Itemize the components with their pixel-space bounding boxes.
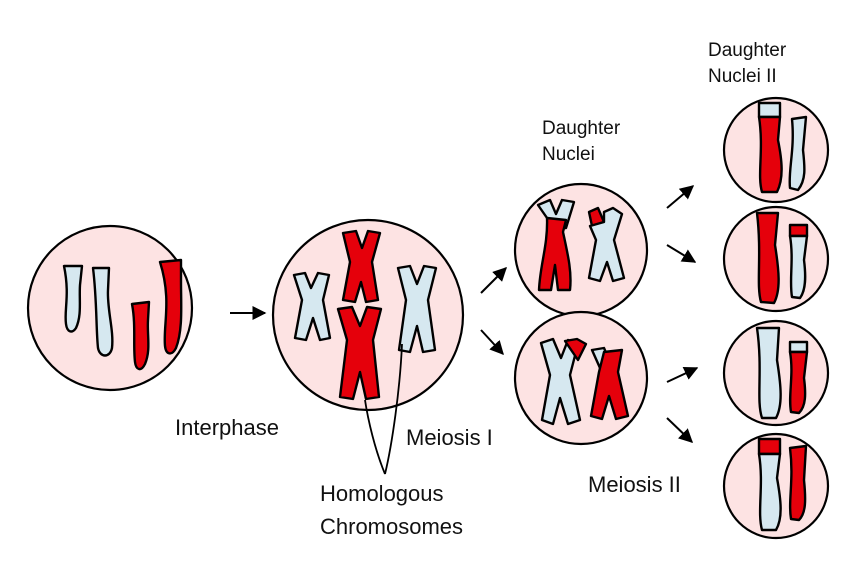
chromosome-red [589, 348, 630, 421]
arrow-icon [666, 244, 697, 263]
homologous-label-line1: Homologous [320, 481, 444, 506]
chromosome-blue [788, 234, 809, 300]
daughter-nuclei-2-label-line2: Nuclei II [708, 66, 777, 87]
meiosis-2-label: Meiosis II [588, 472, 681, 497]
chromosome-red [130, 300, 151, 371]
homologous-pointer-line [364, 399, 386, 475]
homologous-label-line2: Chromosomes [320, 514, 463, 539]
meiosis-1-label: Meiosis I [406, 425, 493, 450]
chromosome-blue [539, 337, 582, 426]
interphase-cell [26, 224, 194, 392]
daughter-nucleus-2-a [722, 96, 830, 204]
chromosome-red [788, 350, 809, 415]
arrow-icon [666, 185, 695, 209]
chromosome-red [788, 444, 808, 522]
chromosome-red [563, 337, 588, 362]
daughter-nucleus-2-d [722, 432, 830, 540]
chromosome-red [336, 305, 383, 401]
daughter-nucleus-bottom [513, 310, 649, 446]
daughter-nuclei-label-line1: Daughter [542, 118, 621, 139]
chromosome-red [158, 258, 183, 355]
chromosome-red [341, 229, 382, 304]
meiosis-1-cell [271, 218, 465, 412]
chromosome-blue [91, 266, 114, 357]
chromosome-blue [755, 326, 782, 420]
homologous-pointer-line [384, 343, 403, 475]
arrow-icon [666, 417, 694, 443]
chromosome-blue [396, 264, 438, 354]
daughter-nuclei-label-line2: Nuclei [542, 144, 595, 165]
arrow-icon [666, 366, 699, 383]
chromosome-red [788, 223, 809, 238]
daughter-nucleus-top [513, 182, 649, 318]
chromosome-blue [292, 271, 332, 342]
chromosome-blue [757, 452, 782, 532]
chromosome-red [755, 211, 780, 305]
arrow-icon [480, 329, 504, 356]
chromosome-blue [62, 264, 84, 333]
daughter-nucleus-2-b [722, 205, 830, 313]
arrow-icon [480, 267, 507, 294]
chromosome-red [537, 216, 572, 292]
interphase-label: Interphase [175, 415, 279, 440]
chromosome-red [757, 437, 782, 456]
daughter-nuclei-2-label-line1: Daughter [708, 40, 787, 61]
daughter-nucleus-2-c [722, 319, 830, 427]
chromosome-blue [788, 115, 808, 192]
chromosome-blue [587, 206, 626, 283]
chromosome-red [757, 115, 783, 194]
chromosome-blue [757, 101, 782, 119]
chromosome-blue [788, 340, 809, 354]
